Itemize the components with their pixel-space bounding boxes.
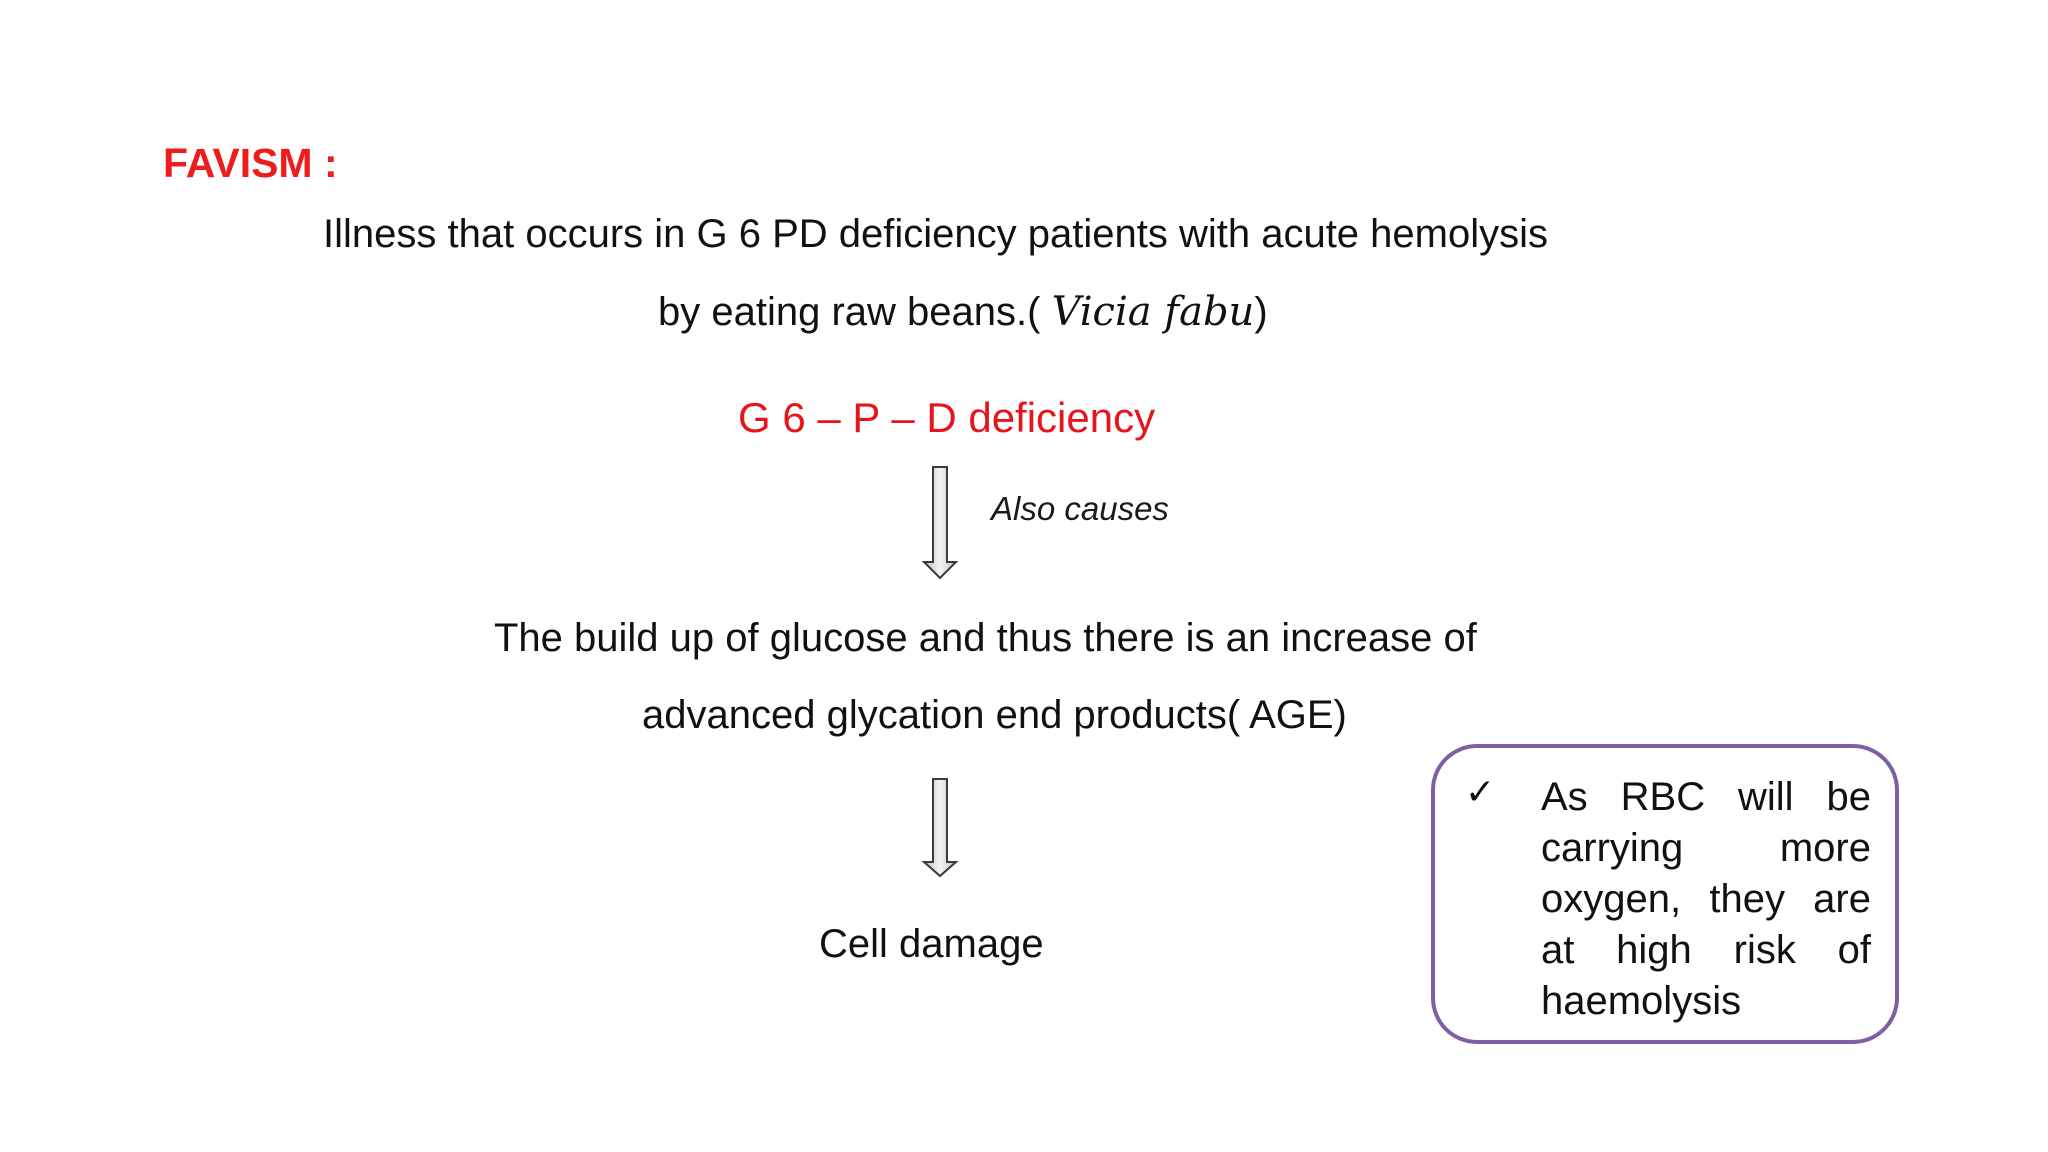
definition-line-2: by eating raw beans.( Vicia fabu) bbox=[658, 289, 1268, 335]
definition-line-1: Illness that occurs in G 6 PD deficiency… bbox=[323, 212, 1548, 256]
note-text: As RBC will be carrying more oxygen, the… bbox=[1541, 775, 1871, 1023]
note-callout: ✓ As RBC will be carrying more oxygen, t… bbox=[1431, 744, 1899, 1044]
effect-line-2: advanced glycation end products( AGE) bbox=[642, 693, 1347, 737]
arrow-label: Also causes bbox=[991, 490, 1169, 527]
cause-text: G 6 – P – D deficiency bbox=[738, 394, 1156, 441]
definition-line-2-suffix: ) bbox=[1254, 290, 1268, 334]
definition-line-2-prefix: by eating raw beans.( bbox=[658, 290, 1052, 334]
final-outcome: Cell damage bbox=[819, 922, 1044, 966]
checkmark-icon: ✓ bbox=[1465, 772, 1496, 813]
species-name: Vicia fabu bbox=[1051, 289, 1255, 335]
slide-heading: FAVISM : bbox=[163, 140, 338, 186]
effect-line-1: The build up of glucose and thus there i… bbox=[494, 616, 1477, 660]
down-arrow-icon bbox=[921, 466, 959, 580]
down-arrow-icon bbox=[921, 778, 959, 878]
